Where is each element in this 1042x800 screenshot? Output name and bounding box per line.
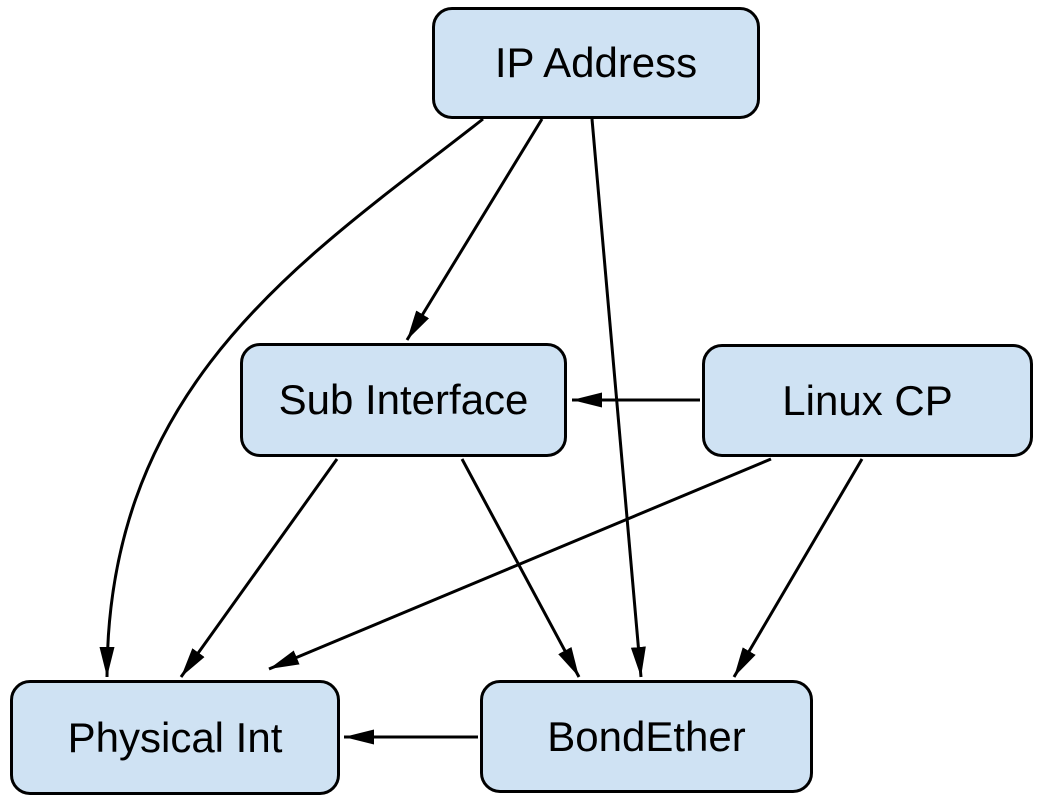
edge-ip_address-sub_interface [405, 118, 544, 341]
node-physical-int[interactable]: Physical Int [10, 680, 340, 795]
edge-sub_interface-bond_ether [460, 458, 581, 678]
edge-ip_address-physical_int [99, 117, 484, 678]
node-sub-interface[interactable]: Sub Interface [240, 343, 567, 457]
node-physical-int-label: Physical Int [67, 713, 283, 761]
node-linux-cp[interactable]: Linux CP [702, 344, 1033, 457]
edge-linux_cp-bond_ether [732, 458, 864, 678]
edge-ip_address-bond_ether [590, 118, 646, 678]
node-ip-address-label: IP Address [494, 39, 698, 86]
node-sub-interface-label: Sub Interface [278, 376, 529, 423]
node-bond-ether[interactable]: BondEther [480, 680, 813, 793]
edges-group [99, 117, 864, 745]
node-linux-cp-label: Linux CP [782, 376, 953, 424]
edge-sub_interface-physical_int [179, 458, 339, 678]
node-bond-ether-label: BondEther [547, 712, 746, 760]
node-ip-address[interactable]: IP Address [432, 7, 760, 119]
